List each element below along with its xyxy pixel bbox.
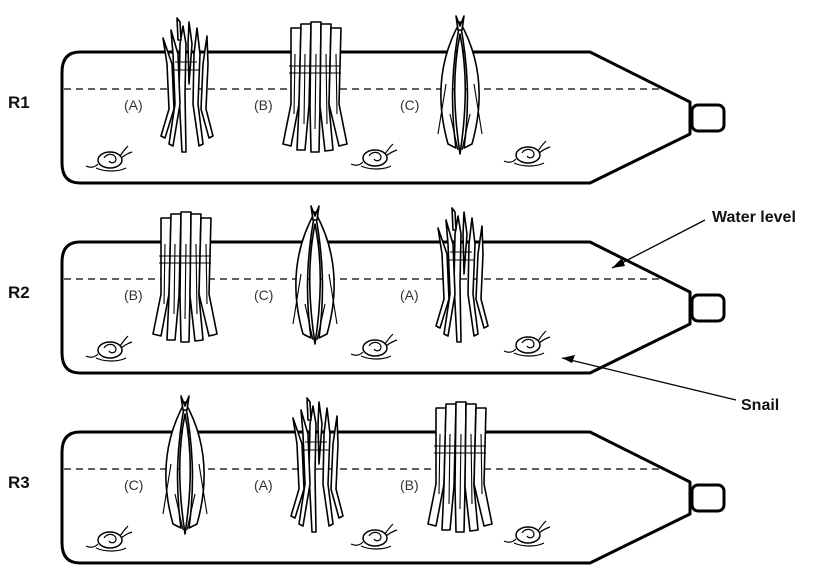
snail-icon	[350, 523, 398, 550]
plant-label: (B)	[124, 287, 143, 303]
plant-bunch-b	[427, 401, 493, 533]
plant-label: (C)	[254, 287, 273, 303]
plant-label: (A)	[254, 477, 273, 493]
plant-bunch-a	[435, 207, 489, 343]
plant-label: (C)	[400, 97, 419, 113]
plant-bunch-c	[292, 205, 338, 345]
snail-icon	[85, 525, 133, 552]
row-label: R2	[8, 283, 30, 302]
bottle-row-1: R1 (A) (B) (C)	[8, 15, 726, 185]
bottle-cap	[690, 103, 726, 133]
bottle-row-2: R2 (B) (C) (A)	[8, 205, 726, 375]
snail-icon	[350, 333, 398, 360]
water-level-callout: Water level	[712, 209, 796, 226]
snail-icon	[350, 143, 398, 170]
plant-label: (B)	[254, 97, 273, 113]
water-level-arrowhead	[612, 258, 625, 268]
snail-icon	[503, 330, 551, 357]
plant-bunch-a	[290, 397, 344, 533]
snail-icon	[85, 335, 133, 362]
plant-bunch-a	[160, 17, 214, 153]
snail-callout: Snail	[741, 397, 779, 414]
snail-arrowhead	[562, 355, 575, 363]
bottle-cap	[690, 483, 726, 513]
snail-icon	[503, 140, 551, 167]
plant-bunch-b	[282, 21, 348, 153]
snail-icon	[503, 520, 551, 547]
bottle-cap	[690, 293, 726, 323]
snail-arrow	[561, 357, 737, 401]
plant-bunch-c	[162, 395, 208, 535]
plant-bunch-c	[437, 15, 483, 155]
bottle-outline	[60, 430, 692, 565]
plant-bunch-b	[152, 211, 218, 343]
bottle-outline	[60, 240, 692, 375]
plant-label: (C)	[124, 477, 143, 493]
bottle-row-3: R3 (C) (A) (B)	[8, 395, 726, 565]
bottle-outline	[60, 50, 692, 185]
plant-label: (A)	[124, 97, 143, 113]
row-label: R1	[8, 93, 30, 112]
water-level-arrow	[611, 219, 706, 269]
snail-icon	[85, 145, 133, 172]
plant-label: (A)	[400, 287, 419, 303]
row-label: R3	[8, 473, 30, 492]
plant-label: (B)	[400, 477, 419, 493]
